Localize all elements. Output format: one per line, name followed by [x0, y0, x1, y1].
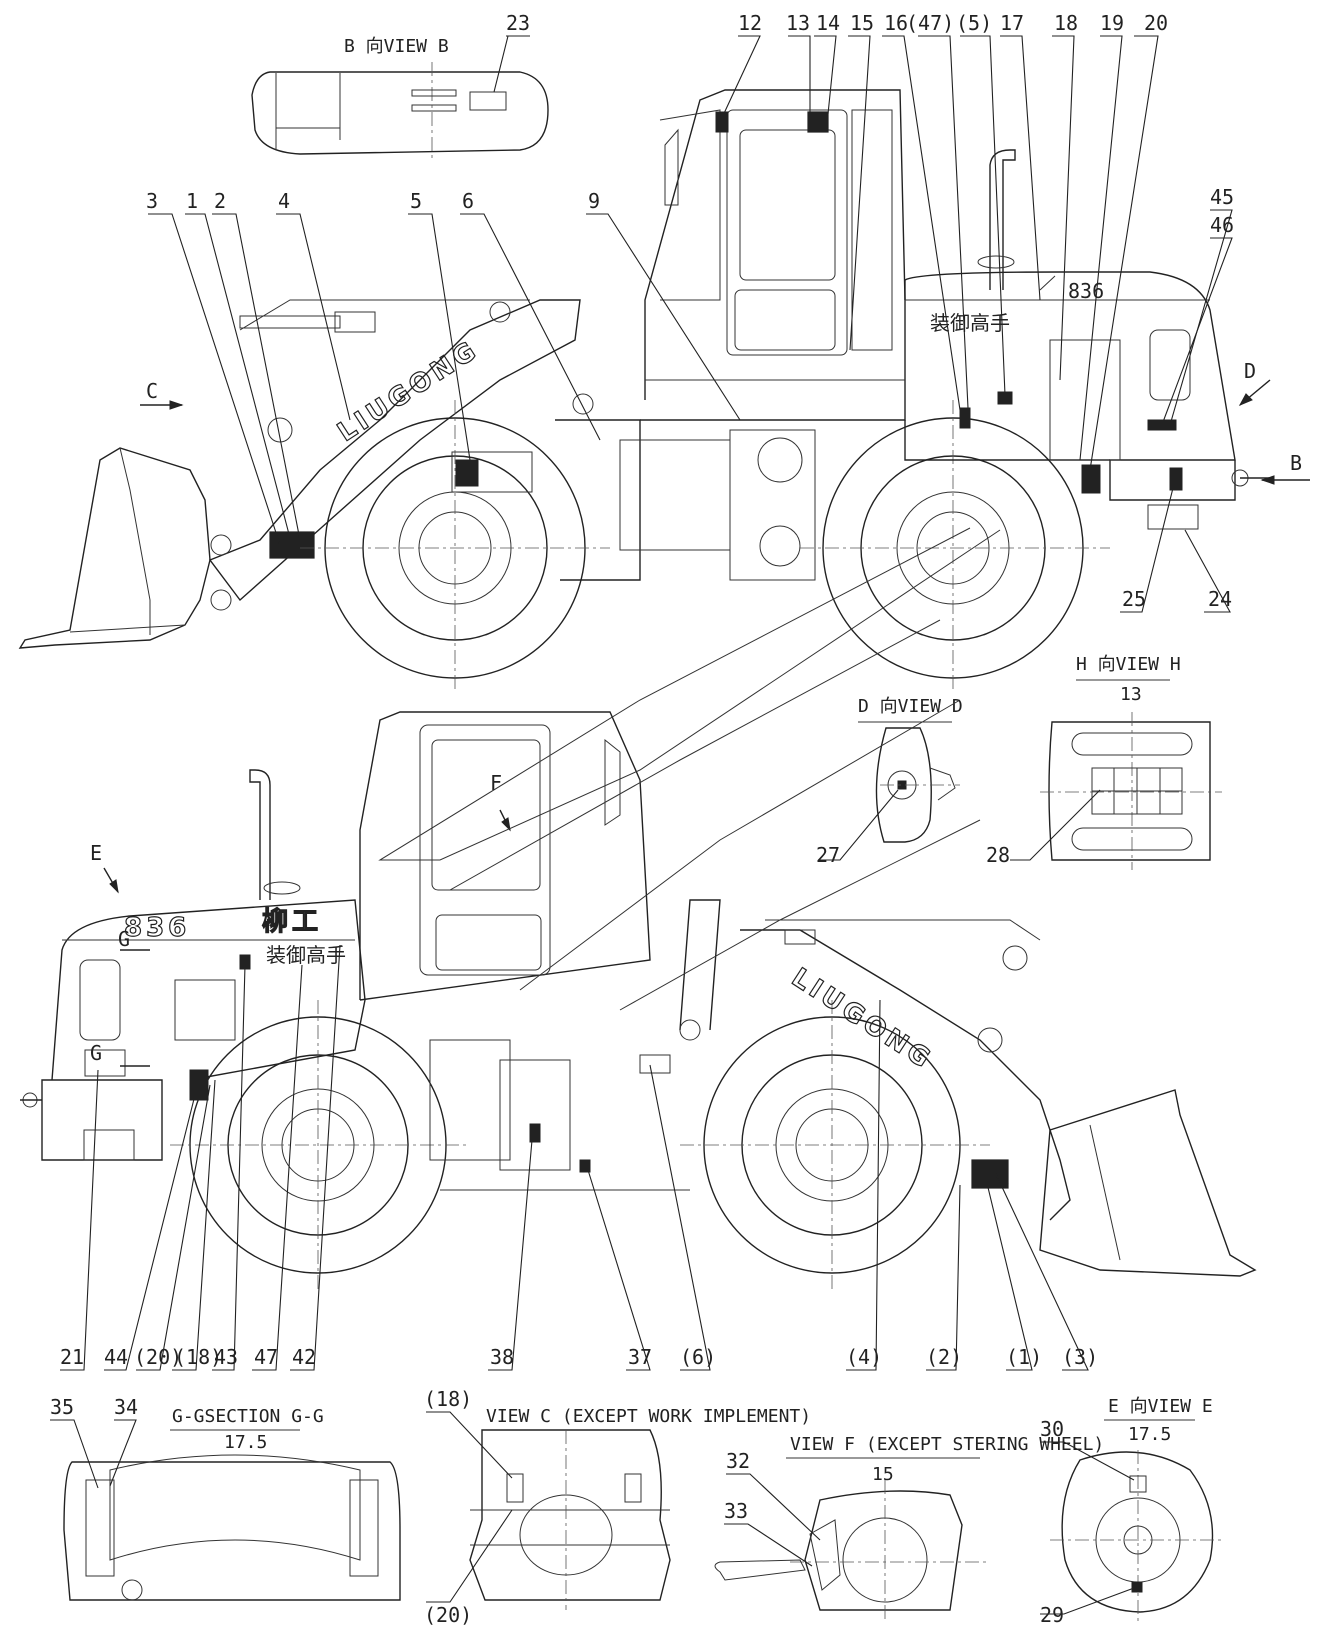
callout-top-22: 25	[1122, 587, 1146, 611]
view-c-title: VIEW C (EXCEPT WORK IMPLEMENT)	[486, 1406, 811, 1427]
callout-bottom-13: (1)	[1006, 1345, 1042, 1369]
callout-view-3: (18)	[424, 1387, 472, 1411]
callout-bottom-6: 47	[254, 1345, 278, 1369]
hood-slogan-bottom: 装御高手	[266, 943, 346, 967]
callout-bottom-4: (18)	[174, 1345, 222, 1369]
view-b-title: B 向VIEW B	[344, 36, 449, 57]
marker-f: F	[490, 771, 502, 795]
marker-c: C	[146, 379, 158, 403]
marker-g-top: G	[90, 1041, 102, 1065]
callout-bottom-1: 21	[60, 1345, 84, 1369]
view-h-title: H 向VIEW H	[1076, 654, 1181, 675]
callout-top-12: 16	[884, 11, 908, 35]
callout-bottom-7: 42	[292, 1345, 316, 1369]
callout-bottom-3: (20)	[134, 1345, 182, 1369]
top-loader-side-view: LIUGONG	[18, 89, 1270, 690]
view-f: VIEW F (EXCEPT STERING WHEEL) 15	[714, 1434, 1104, 1620]
callout-top-15: 17	[1000, 11, 1024, 35]
section-g-scale: 17.5	[224, 1432, 267, 1453]
callout-view-8: 29	[1040, 1603, 1064, 1627]
callout-top-7: 9	[588, 189, 600, 213]
callout-view-1: 35	[50, 1395, 74, 1419]
callout-bottom-11: (4)	[846, 1345, 882, 1369]
callout-top-1: 3	[146, 189, 158, 213]
leader-lines	[50, 35, 1233, 1615]
callout-top-13: (47)	[906, 11, 954, 35]
view-h-scale: 13	[1120, 684, 1142, 705]
callout-top-14: (5)	[956, 11, 992, 35]
view-d-title: D 向VIEW D	[858, 696, 963, 717]
bottom-loader-side-view: 836 柳工 装御高手 F LIUGONG	[20, 711, 1257, 1290]
callout-top-21: 46	[1210, 213, 1234, 237]
callout-top-6: 6	[462, 189, 474, 213]
callout-top-4: 4	[278, 189, 290, 213]
callout-bottom-15: 27	[816, 843, 840, 867]
view-h: H 向VIEW H 13	[1040, 654, 1222, 870]
view-f-title: VIEW F (EXCEPT STERING WHEEL)	[790, 1434, 1104, 1455]
callout-bottom-9: 37	[628, 1345, 652, 1369]
callout-top-23: 24	[1208, 587, 1232, 611]
view-f-scale: 15	[872, 1464, 894, 1485]
marker-b: B	[1290, 451, 1302, 475]
callout-bottom-12: (2)	[926, 1345, 962, 1369]
callout-view-7: 30	[1040, 1417, 1064, 1441]
callout-bottom-2: 44	[104, 1345, 128, 1369]
callout-top-11: 15	[850, 11, 874, 35]
callout-view-2: 34	[114, 1395, 138, 1419]
hood-slogan-top: 装御高手	[930, 311, 1010, 335]
callout-top-5: 5	[410, 189, 422, 213]
callout-top-9: 13	[786, 11, 810, 35]
arm-logo-top: LIUGONG	[332, 335, 484, 448]
callout-top-2: 1	[186, 189, 198, 213]
marker-d: D	[1244, 359, 1256, 383]
view-b: B 向VIEW B	[251, 35, 549, 160]
callout-bottom-10: (6)	[680, 1345, 716, 1369]
hood-brand-bottom: 柳工	[262, 907, 322, 937]
callout-bottom-5: 43	[214, 1345, 238, 1369]
callout-top-16: 18	[1054, 11, 1078, 35]
callout-view-5: 32	[726, 1449, 750, 1473]
callout-top-17: 19	[1100, 11, 1124, 35]
view-e-title: E 向VIEW E	[1108, 1396, 1213, 1417]
hood-model-bottom: 836	[124, 913, 190, 943]
section-g-title: G-GSECTION G-G	[172, 1406, 324, 1427]
view-d: D 向VIEW D	[858, 696, 963, 843]
marker-e: E	[90, 841, 102, 865]
marker-g-bottom: G	[118, 927, 130, 951]
callout-bottom-16: 28	[986, 843, 1010, 867]
top-view-markers: C D B	[140, 359, 1310, 485]
callout-top-19: 23	[506, 11, 530, 35]
hood-model-top: 836	[1068, 279, 1104, 303]
callout-top-8: 12	[738, 11, 762, 35]
callout-view-6: 33	[724, 1499, 748, 1523]
projection-lines	[378, 527, 1001, 1011]
callout-top-3: 2	[214, 189, 226, 213]
callout-labels: 3 1 2 4 5 6 9 12 13 14 15 16 (47) (5) 17…	[50, 11, 1234, 1627]
callout-top-18: 20	[1144, 11, 1168, 35]
section-g: G-GSECTION G-G 17.5	[63, 1406, 401, 1601]
callout-view-4: (20)	[424, 1603, 472, 1627]
callout-bottom-14: (3)	[1062, 1345, 1098, 1369]
view-e: E 向VIEW E 17.5	[1050, 1396, 1222, 1625]
view-c: VIEW C (EXCEPT WORK IMPLEMENT)	[469, 1406, 811, 1610]
view-e-scale: 17.5	[1128, 1424, 1171, 1445]
callout-bottom-8: 38	[490, 1345, 514, 1369]
callout-top-10: 14	[816, 11, 840, 35]
callout-top-20: 45	[1210, 185, 1234, 209]
